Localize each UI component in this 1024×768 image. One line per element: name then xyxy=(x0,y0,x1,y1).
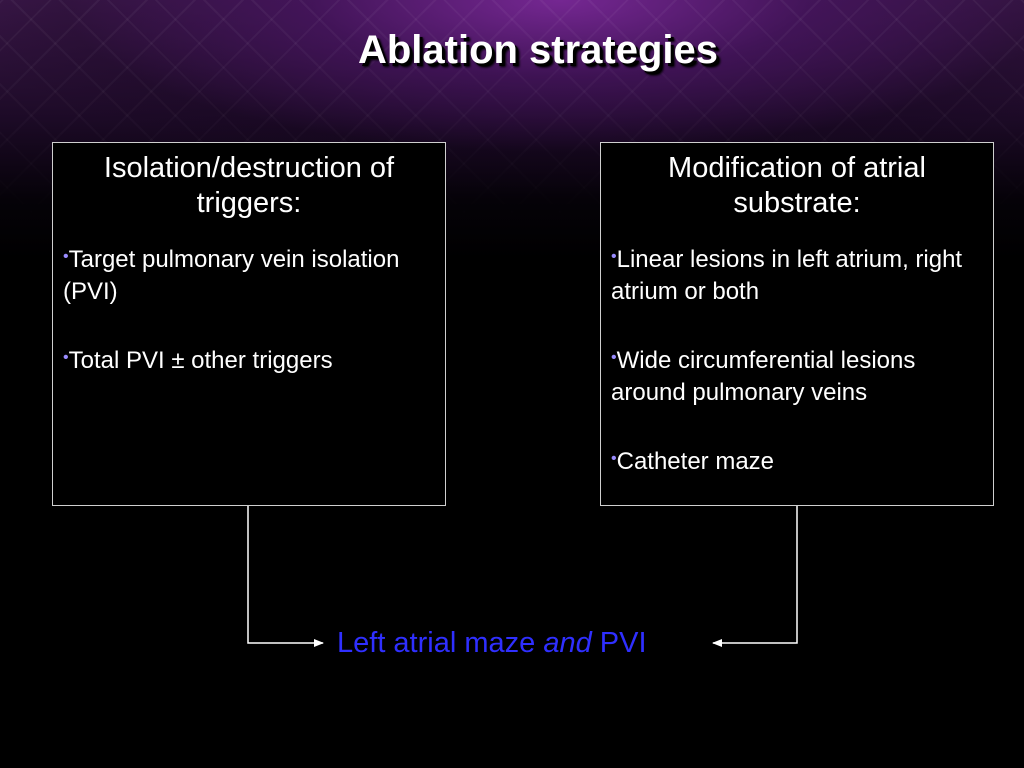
bullet-icon: • xyxy=(63,248,69,265)
bullet-text: Wide circumferential lesions around pulm… xyxy=(611,347,916,406)
bullet-icon: • xyxy=(611,248,617,265)
substrate-list: •Linear lesions in left atrium, right at… xyxy=(601,241,993,478)
result-text-italic: and xyxy=(543,627,592,659)
triggers-list: •Target pulmonary vein isolation (PVI) •… xyxy=(53,241,445,377)
right-connector-arrow xyxy=(712,506,798,647)
bullet-text: Linear lesions in left atrium, right atr… xyxy=(611,246,963,305)
result-text-before: Left atrial maze xyxy=(337,627,544,659)
bullet-icon: • xyxy=(611,450,617,467)
bullet-text: Total PVI ± other triggers xyxy=(68,347,333,374)
triggers-heading: Isolation/destruction of triggers: xyxy=(103,152,395,219)
result-label: Left atrial maze and PVI xyxy=(337,627,647,660)
list-item: •Wide circumferential lesions around pul… xyxy=(611,342,985,409)
list-item: •Catheter maze xyxy=(611,443,985,478)
slide-title: Ablation strategies xyxy=(357,28,719,72)
bullet-icon: • xyxy=(63,349,69,366)
substrate-box: Modification of atrial substrate: •Linea… xyxy=(600,142,994,506)
list-item: •Linear lesions in left atrium, right at… xyxy=(611,241,985,308)
left-connector-arrow xyxy=(247,506,324,647)
result-text-after: PVI xyxy=(591,627,647,659)
list-item: •Target pulmonary vein isolation (PVI) xyxy=(63,241,437,308)
triggers-box: Isolation/destruction of triggers: •Targ… xyxy=(52,142,446,506)
substrate-heading: Modification of atrial substrate: xyxy=(668,152,926,219)
list-item: •Total PVI ± other triggers xyxy=(63,342,437,377)
bullet-text: Target pulmonary vein isolation (PVI) xyxy=(63,246,400,305)
bullet-icon: • xyxy=(611,349,617,366)
bullet-text: Catheter maze xyxy=(616,448,775,475)
